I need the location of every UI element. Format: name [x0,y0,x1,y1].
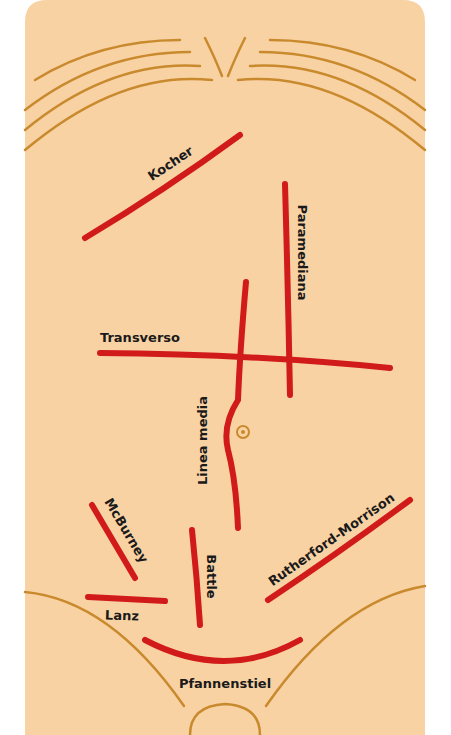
incision-label: Transverso [100,331,180,344]
battle-incision [192,530,200,625]
incision-label: McBurney [102,495,150,564]
incision-label: Rutherford-Morrison [266,490,397,588]
pfannenstiel-incision [145,640,300,661]
rib-line [250,66,425,130]
kocher-incision [85,135,240,238]
transverse-incision [100,353,390,368]
rib-line [270,40,415,80]
incision-label: Battle [204,554,217,598]
navel [237,426,249,438]
incision-label: Paramediana [296,204,309,300]
incision-label: Pfannenstiel [179,677,271,690]
rutherford-morrison-incision [268,500,410,600]
incision-label: Linea media [196,395,209,484]
navel-dot [241,430,245,434]
lanz-incision [88,597,165,601]
rib-line [25,66,200,130]
navel-ring [237,426,249,438]
sternum-line [228,38,245,76]
paramedian-incision [285,184,290,395]
chest-lines [25,38,425,735]
torso-skin [25,0,425,735]
rib-line [25,52,190,110]
sternum-line [205,38,222,76]
incision-label: Lanz [105,608,139,622]
incision-label: Kocher [145,143,195,182]
rib-line [260,52,425,110]
pubic-outline [190,704,260,735]
incisions [85,135,410,661]
rib-line [35,40,180,80]
midline-incision [226,282,246,528]
